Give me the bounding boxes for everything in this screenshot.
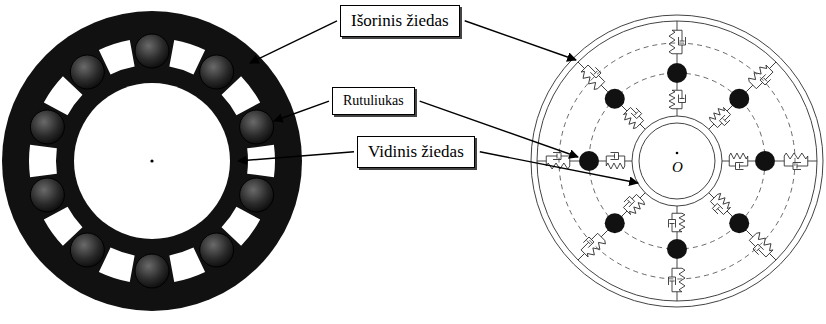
ball [667,63,687,83]
spring-symbol [784,153,808,159]
inner-spring-damper [722,153,755,170]
leader-arrow [250,21,337,63]
ball [605,213,625,233]
damper-symbol [572,224,611,263]
ball [135,34,169,68]
center-dot [150,159,153,162]
outer-spring-damper [775,153,817,170]
pitch-circle [589,73,765,249]
damper-symbol [743,58,782,97]
outer-spring-damper [740,225,781,266]
callout-box: Išorinis žiedas [340,5,460,37]
leader-arrow [238,152,354,161]
spring-symbol [715,192,732,209]
spring-symbol [621,112,638,129]
spring-symbol [754,231,775,252]
inner-ring-outline [639,123,715,199]
outer-spring-damper [669,259,686,301]
ball [755,151,775,171]
damper-symbol [669,259,683,301]
damper-symbol [672,21,686,63]
spring-symbol [669,90,675,108]
ball [240,178,274,212]
damper-symbol [703,189,736,222]
callout-box: Rutuliukas [332,87,415,115]
inner-spring-damper [599,153,632,170]
spring-symbol [606,163,624,169]
ball [70,233,104,267]
ball [200,55,234,89]
damper-symbol [672,83,686,116]
inner-spring-damper [669,206,686,239]
inner-spring-damper [669,83,686,116]
damper-symbol [669,206,683,239]
damper-symbol [618,100,651,133]
outer-spring-damper [741,56,782,97]
ball [30,110,64,144]
bearing-photo [2,11,302,311]
spring-symbol [628,199,645,216]
dashed-circle [559,43,795,279]
cage-window [29,145,57,177]
leader-arrow [465,21,576,60]
callout-box: Vidinis žiedas [357,136,475,168]
outer-spring-damper [572,56,613,97]
outer-ring-outline [531,15,823,307]
outer-ring-outline [537,21,817,301]
cage-window [247,145,275,177]
damper-symbol [574,56,613,95]
damper-symbol [722,156,755,170]
callout-text: Išorinis žiedas [351,11,449,31]
outer-spring-damper [669,21,686,63]
ball [200,233,234,267]
ball [30,178,64,212]
outer-ring [2,11,302,311]
spring-symbol [579,70,600,91]
outer-spring-damper [572,224,613,265]
spring-symbol [679,213,685,231]
center-label: O [672,159,683,176]
inner-ring-outline [632,116,722,206]
ball [70,55,104,89]
ball [240,110,274,144]
spring-symbol [708,105,725,122]
bore [74,83,230,239]
callout-text: Vidinis žiedas [368,142,464,162]
center-dot [676,152,679,155]
spring-symbol [586,238,607,259]
ball [605,89,625,109]
ball [579,151,599,171]
spring-symbol [729,153,747,159]
spring-symbol [747,63,768,84]
damper-symbol [616,187,649,220]
ball [729,89,749,109]
damper-symbol [705,102,738,135]
leader-arrow [274,101,329,121]
spring-symbol [679,268,685,292]
damper-symbol [740,227,779,266]
callout-text: Rutuliukas [343,93,404,109]
damper-symbol [775,156,817,170]
ball [667,239,687,259]
ball [135,254,169,288]
damper-symbol [599,153,632,167]
bearing-model [531,15,823,307]
spring-symbol [669,30,675,54]
leader-arrow [480,152,638,183]
ball [729,213,749,233]
